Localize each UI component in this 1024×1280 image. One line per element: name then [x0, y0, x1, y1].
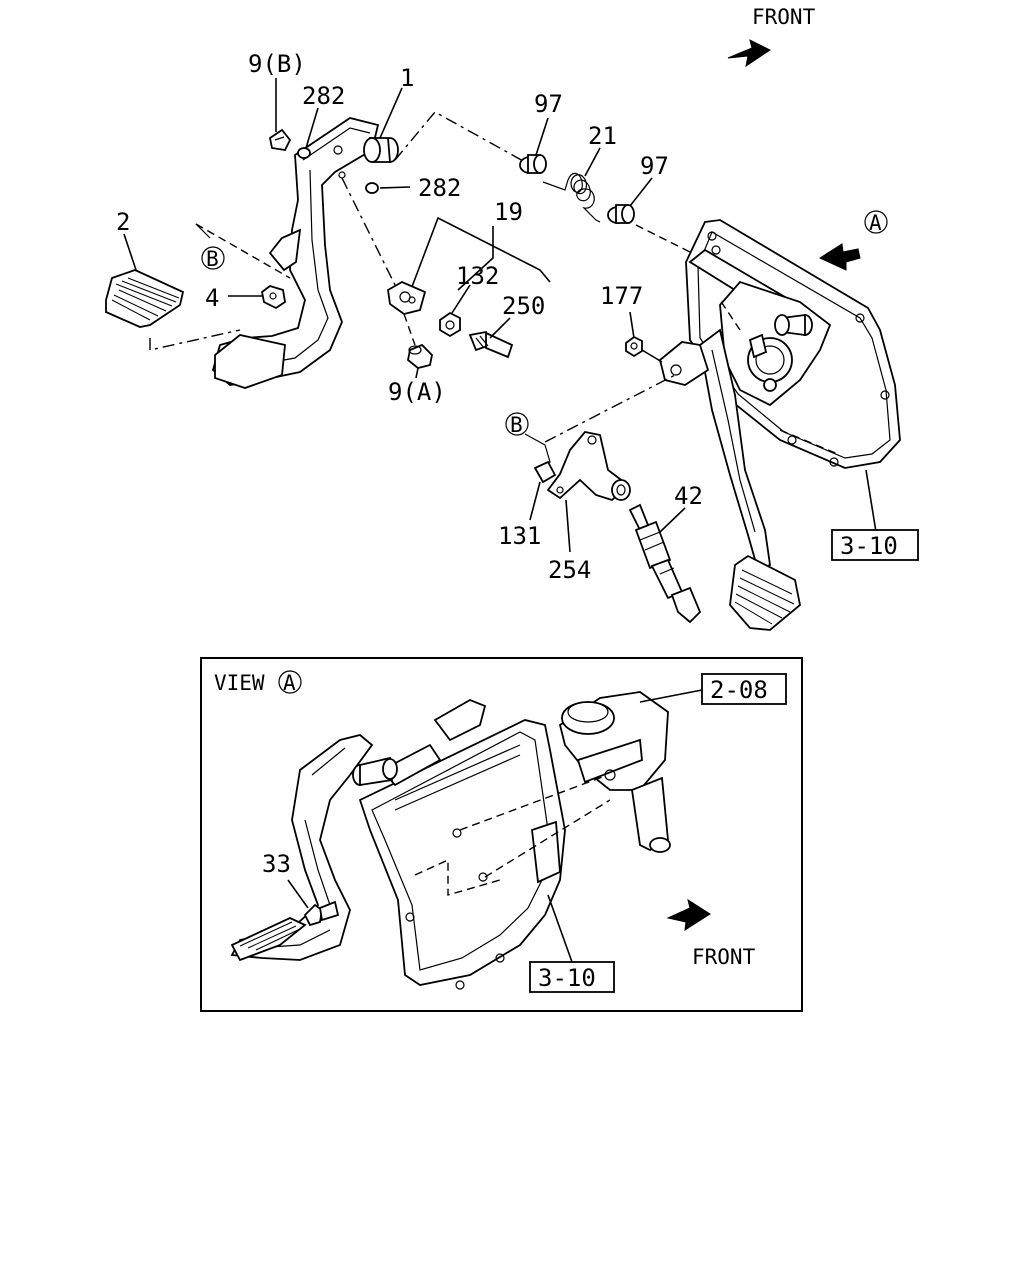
shaft-to-bushing-line	[394, 111, 526, 163]
part-label-1: 1	[400, 64, 414, 92]
part-label-33: 33	[262, 850, 291, 878]
svg-text:B: B	[206, 247, 219, 271]
leader-3-10-main	[865, 469, 877, 533]
leader-9a	[415, 367, 419, 379]
front-label-view: FRONT	[692, 945, 756, 969]
leader-97b	[629, 177, 653, 207]
switch-42	[628, 503, 702, 624]
ref-box-3-10-view	[529, 961, 615, 993]
part-label-19: 19	[494, 198, 523, 226]
clutch-pedal-arm-1	[211, 117, 399, 389]
leader-254	[565, 499, 571, 553]
ref-box-2-08	[701, 673, 787, 705]
part-label-132: 132	[456, 262, 499, 290]
nut-132	[439, 311, 461, 338]
arm-to-switch-line	[341, 177, 396, 286]
pedal-bracket-3-10	[685, 219, 901, 469]
part-label-9b: 9(B)	[248, 50, 306, 78]
view-a-frame	[200, 657, 803, 1012]
bracket-254-dashed	[544, 374, 676, 443]
bracket-19-lines	[409, 216, 551, 293]
leader-1	[379, 87, 403, 139]
circle-b-left: B	[201, 246, 225, 271]
part-label-131: 131	[498, 522, 541, 550]
leader-2	[123, 233, 137, 271]
part-label-21: 21	[588, 122, 617, 150]
clip-131	[533, 460, 557, 484]
leader-21	[584, 147, 601, 177]
bushing-to-bracket-line	[635, 224, 691, 253]
svg-text:2-08: 2-08	[710, 676, 768, 704]
circle-b-mid: B	[505, 412, 529, 437]
view-bracket-3-10	[358, 719, 566, 986]
part-label-97-left: 97	[534, 90, 563, 118]
svg-text:B: B	[510, 413, 523, 437]
svg-text:3-10: 3-10	[840, 532, 898, 560]
svg-text:3-10: 3-10	[538, 964, 596, 992]
leader-2-08	[639, 689, 703, 703]
part-label-282-upper: 282	[302, 82, 345, 110]
stopper-4	[261, 285, 286, 310]
part-label-97-right: 97	[640, 152, 669, 180]
brake-pedal-arm	[699, 328, 801, 631]
clip-9b	[268, 128, 292, 151]
view-label: VIEW	[214, 671, 265, 695]
return-spring-21	[542, 172, 601, 223]
front-arrow-view-icon	[666, 898, 711, 931]
ref-box-3-10-main: 3-10	[831, 529, 919, 561]
leader-131	[529, 481, 541, 521]
view-a-inset: VIEW A	[200, 657, 803, 1012]
leader-282b	[379, 186, 411, 189]
bracket-254	[546, 431, 631, 502]
front-label-top: FRONT	[752, 5, 816, 29]
part-label-42: 42	[674, 482, 703, 510]
leader-42	[659, 507, 686, 533]
part-label-177: 177	[600, 282, 643, 310]
view-bolt-33	[303, 900, 340, 927]
part-label-2: 2	[116, 208, 130, 236]
switch-250	[468, 330, 514, 359]
part-label-9a: 9(A)	[388, 378, 446, 406]
leader-97a	[535, 117, 549, 156]
leader-132	[451, 284, 471, 314]
switch-holder-19	[387, 280, 427, 315]
bushing-97-left	[519, 154, 547, 174]
leader-250	[489, 317, 511, 339]
pedal-pad-2	[105, 269, 185, 328]
circle-a-label: A	[869, 211, 882, 235]
leader-33	[287, 879, 309, 909]
front-arrow-top: FRONT	[727, 5, 816, 68]
leader-19	[457, 226, 494, 291]
clip-9a	[407, 343, 433, 369]
view-circle-label: A	[283, 671, 296, 695]
nut-177	[625, 335, 643, 358]
view-circle-a	[278, 670, 302, 694]
leader-3-10-view	[547, 894, 573, 963]
view-pedal-arm	[230, 734, 374, 961]
washer-282-upper	[297, 147, 311, 159]
part-label-250: 250	[502, 292, 545, 320]
bushing-97-right	[607, 204, 635, 224]
pad-dashed-line	[149, 329, 241, 351]
mount-plate	[658, 341, 710, 386]
view-a-arrow: A	[818, 210, 888, 271]
part-label-254: 254	[548, 556, 591, 584]
part-label-4: 4	[205, 284, 219, 312]
leader-282a	[305, 107, 319, 149]
leader-177	[629, 311, 635, 339]
b-dashed-left	[195, 223, 291, 279]
washer-282-lower	[365, 182, 379, 194]
part-label-282-lower: 282	[418, 174, 461, 202]
front-arrow-top-icon	[727, 39, 771, 68]
